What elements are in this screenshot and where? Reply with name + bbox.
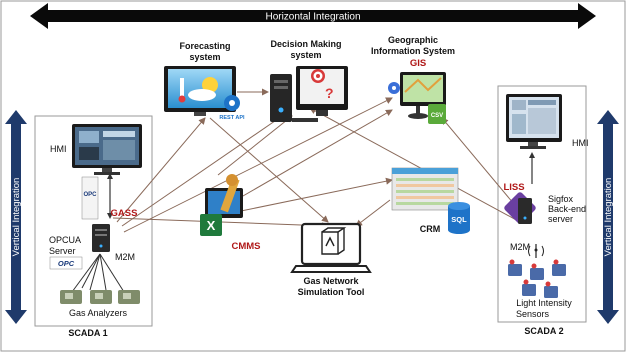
sigfox-server-icon [504,192,536,224]
scada1-hmi-monitor-icon [72,124,142,175]
wrench-icon [220,174,240,213]
scada1-m2m-label: M2M [115,252,135,262]
svg-text:?: ? [325,85,334,101]
simulation-title-line2: Simulation Tool [298,287,365,297]
forecasting-title-line1: Forecasting [179,41,230,51]
map-monitor-icon [400,72,446,119]
light-sensor-icons [508,259,566,298]
liss-label: LISS [503,182,524,193]
left-vertical-integration-arrow: Vertical Integration [5,110,27,324]
sigfox-line3: server [548,214,573,224]
laptop-icon [290,222,372,273]
scada2-hmi-label: HMI [572,138,589,148]
opc-stack-label: OPC [83,192,97,198]
gis-system: Geographic Information System GIS CSV [371,35,455,124]
connector-scada1-forecast [116,117,206,223]
sql-label: SQL [451,215,467,224]
opc-stack-icon: OPC [81,176,99,220]
decision-title-line2: system [290,50,321,60]
cmms-component: X CMMS [200,174,261,252]
scada1-caption: SCADA 1 [68,328,107,338]
simulation-tool: Gas Network Simulation Tool [290,222,372,297]
question-mark-icon: ? [325,85,334,101]
decision-making-system: Decision Making system ? [270,39,348,122]
sigfox-line2: Back-end [548,204,586,214]
gis-badge: GIS [410,58,426,69]
scada1-components: HMI OPC GASS OPCUA Server M2M [49,124,142,338]
rest-api-gear-icon: REST API [219,95,245,121]
gas-analyzers-label: Gas Analyzers [69,308,128,318]
connector-cmms-gis [235,109,393,201]
opcua-label-line1: OPCUA [49,235,81,245]
workstation-icon [270,66,348,122]
crm-component: SQL CRM [391,167,470,234]
opc-foundation-logo: OPC [49,256,83,270]
gis-title-line1: Geographic [388,35,438,45]
connector-cmms-decision [217,115,293,176]
target-icon [311,69,325,83]
cmms-label: CMMS [231,241,260,252]
scada2-caption: SCADA 2 [524,326,563,336]
csv-label: CSV [431,113,443,119]
weather-monitor-icon [164,66,236,116]
scada1-hmi-label: HMI [50,144,67,154]
right-vertical-integration-label: Vertical Integration [603,178,614,257]
horizontal-integration-arrow: Horizontal Integration [30,3,596,29]
forecasting-title-line2: system [189,52,220,62]
map-pin-icon [388,82,400,94]
light-sensor-5 [544,286,558,298]
scada1-server-icon [92,224,110,252]
light-sensor-3 [552,264,566,276]
scada2-m2m-label: M2M [510,242,530,252]
csv-file-icon: CSV [428,104,446,124]
opcua-label-line2: Server [49,246,76,256]
sql-database-icon: SQL [448,202,470,234]
excel-letter: X [207,218,216,233]
sigfox-line1: Sigfox [548,194,574,204]
light-sensors-line1: Light Intensity [516,298,572,308]
rest-api-label: REST API [219,115,245,121]
connector-forecast-simulation [209,117,329,223]
cube-icon [321,227,347,255]
light-sensor-2 [530,268,544,280]
scada2-components: HMI LISS Sigfox Back-end server M2M [503,94,589,336]
light-sensor-1 [508,264,522,276]
forecasting-system: Forecasting system REST API [164,41,245,121]
antenna-icon [528,244,544,258]
analyzer-links [71,253,125,293]
scada2-box [497,85,587,323]
light-sensors-line2: Sensors [516,309,550,319]
scada2-hmi-monitor-icon [506,94,562,149]
flow-connectors [112,88,525,233]
connector-scada1-gis [123,97,393,233]
gis-title-line2: Information System [371,46,455,56]
crm-screen-icon [391,167,459,211]
connector-crm-simulation [355,199,391,227]
light-sensor-4 [522,284,536,296]
gas-analyzer-icons [60,290,140,304]
left-vertical-integration-label: Vertical Integration [11,178,22,257]
svg-text:OPC: OPC [58,259,75,268]
right-vertical-integration-arrow: Vertical Integration [597,110,619,324]
connector-scada1-decision [121,111,289,227]
gass-label: GASS [111,208,138,219]
scada1-box [34,115,153,327]
connector-scada2-gis [441,117,525,217]
excel-icon: X [200,214,222,236]
horizontal-integration-label: Horizontal Integration [265,12,360,23]
connector-scada2-decision [309,107,521,223]
crm-label: CRM [420,224,441,234]
simulation-title-line1: Gas Network [303,276,359,286]
decision-title-line1: Decision Making [270,39,341,49]
connector-cmms-crm [235,177,393,213]
